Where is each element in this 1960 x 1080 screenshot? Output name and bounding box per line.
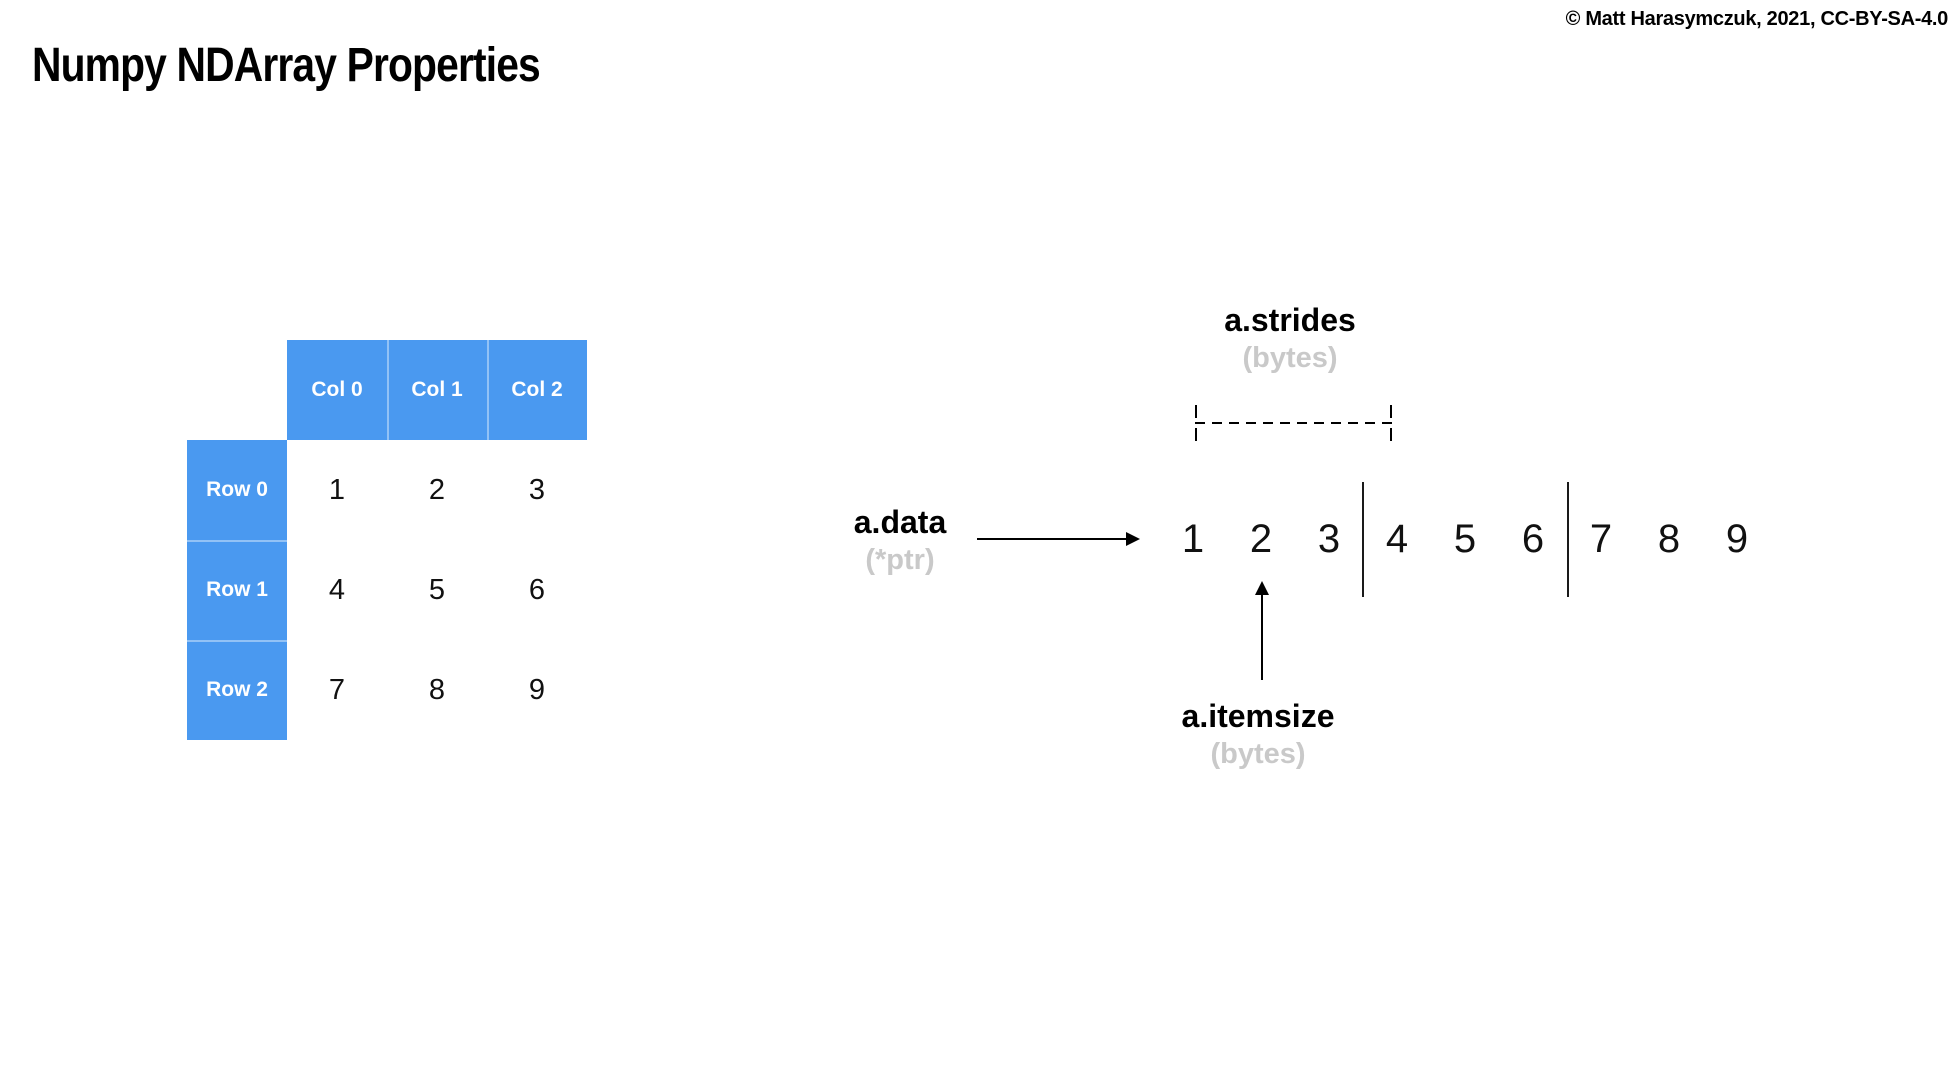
data-pointer-label: (*ptr) [865,544,935,576]
bracket-tick [1195,428,1197,441]
bracket-dashed-line [1195,422,1392,424]
table-cell: 6 [487,540,587,640]
memory-cell: 3 [1317,517,1341,561]
table-cell: 4 [287,540,387,640]
memory-cell: 5 [1453,517,1477,561]
row-boundary-divider [1362,482,1364,597]
table-cell: 7 [287,640,387,740]
col-header-cell: Col 0 [287,340,387,440]
strides-bracket [1195,405,1392,441]
page-title: Numpy NDArray Properties [32,39,541,92]
col-header-cell: Col 2 [487,340,587,440]
data-pointer-arrowhead-icon [1126,532,1140,546]
memory-cell: 9 [1725,517,1749,561]
itemsize-annotation: a.itemsize (bytes) [1158,696,1358,772]
table-cell: 2 [387,440,487,540]
memory-cell: 7 [1589,517,1613,561]
table-cell: 9 [487,640,587,740]
memory-cell: 8 [1657,517,1681,561]
row-header-cell: Row 2 [187,640,287,740]
strides-label: a.strides [1224,302,1356,338]
data-annotation: a.data (*ptr) [810,502,990,578]
table-corner-cell [187,340,287,440]
itemsize-label: a.itemsize [1181,698,1335,734]
memory-layout: 1 2 3 4 5 6 7 8 9 [1159,482,1771,597]
memory-cell: 4 [1385,517,1409,561]
row-header-cell: Row 1 [187,540,287,640]
itemsize-arrow [1261,594,1263,680]
copyright-notice: © Matt Harasymczuk, 2021, CC-BY-SA-4.0 [1565,8,1949,30]
data-label: a.data [853,504,947,540]
data-pointer-arrow [977,538,1126,540]
table-cell: 1 [287,440,387,540]
row-header-cell: Row 0 [187,440,287,540]
bracket-tick [1195,405,1197,418]
col-header-cell: Col 1 [387,340,487,440]
bracket-tick [1390,405,1392,418]
table-cell: 5 [387,540,487,640]
row-boundary-divider [1567,482,1569,597]
table-cell: 8 [387,640,487,740]
table-cell: 3 [487,440,587,540]
strides-unit-label: (bytes) [1242,342,1338,374]
memory-cell: 1 [1181,517,1205,561]
memory-cell: 2 [1249,517,1273,561]
bracket-tick [1390,428,1392,441]
strides-annotation: a.strides (bytes) [1190,300,1390,376]
itemsize-arrowhead-icon [1255,581,1269,595]
memory-cell: 6 [1521,517,1545,561]
itemsize-unit-label: (bytes) [1210,738,1306,770]
ndarray-table: Col 0 Col 1 Col 2 Row 0 1 2 3 Row 1 4 5 … [187,340,587,740]
